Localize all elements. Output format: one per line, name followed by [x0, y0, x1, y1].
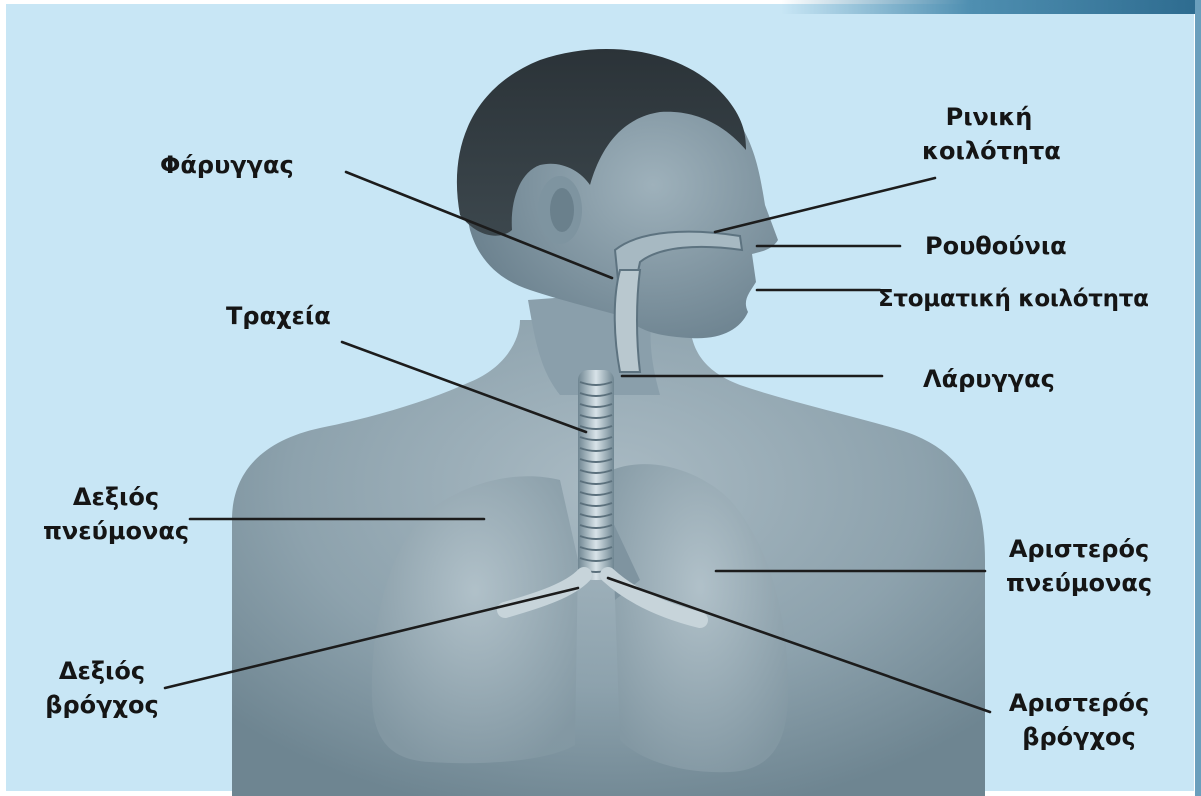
label-right-bronchus-line2: βρόγχος: [40, 688, 164, 722]
label-left-lung-line2: πνεύμονας: [996, 566, 1162, 600]
label-oral-cavity: Στοματική κοιλότητα: [878, 282, 1149, 316]
label-right-bronchus: Δεξιός βρόγχος: [40, 654, 164, 722]
label-nostrils-text: Ρουθούνια: [925, 229, 1067, 263]
label-nasal-cavity: Ρινική κοιλότητα: [922, 100, 1056, 168]
label-right-lung: Δεξιός πνεύμονας: [36, 480, 196, 548]
label-larynx: Λάρυγγας: [923, 362, 1055, 396]
label-right-bronchus-line1: Δεξιός: [40, 654, 164, 688]
label-left-bronchus: Αριστερός βρόγχος: [1004, 686, 1154, 754]
label-nostrils: Ρουθούνια: [925, 229, 1067, 263]
label-left-bronchus-line1: Αριστερός: [1004, 686, 1154, 720]
label-nasal-cavity-line2: κοιλότητα: [922, 134, 1056, 168]
label-pharynx: Φάρυγγας: [160, 148, 294, 182]
label-left-lung-line1: Αριστερός: [996, 532, 1162, 566]
label-trachea-text: Τραχεία: [226, 299, 331, 333]
label-nasal-cavity-line1: Ρινική: [922, 100, 1056, 134]
label-left-bronchus-line2: βρόγχος: [1004, 720, 1154, 754]
label-larynx-text: Λάρυγγας: [923, 362, 1055, 396]
label-oral-cavity-text: Στοματική κοιλότητα: [878, 282, 1149, 316]
label-right-lung-line2: πνεύμονας: [36, 514, 196, 548]
right-edge-bar: [1195, 0, 1201, 796]
label-pharynx-text: Φάρυγγας: [160, 148, 294, 182]
label-left-lung: Αριστερός πνεύμονας: [996, 532, 1162, 600]
label-trachea: Τραχεία: [226, 299, 331, 333]
label-right-lung-line1: Δεξιός: [36, 480, 196, 514]
